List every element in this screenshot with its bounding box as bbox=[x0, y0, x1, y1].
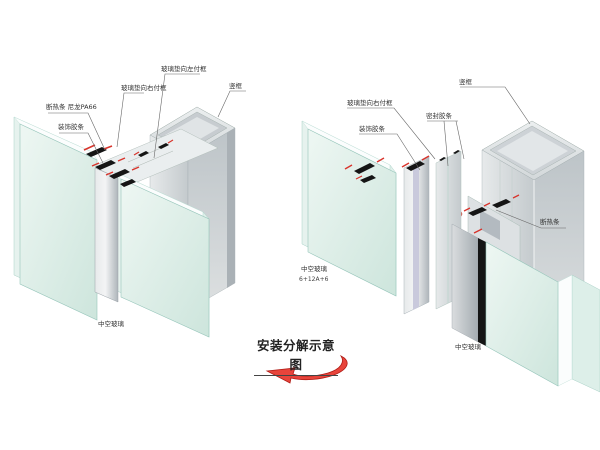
label-right-glass-spec-2: 6+12A+6 bbox=[299, 276, 329, 283]
red-arrow bbox=[265, 354, 348, 384]
right-assembly-illustration bbox=[301, 120, 600, 393]
left-glass-panel-right bbox=[114, 171, 210, 338]
label-right-glass-spec-1: 中空玻璃 bbox=[301, 265, 327, 273]
label-right-mullion: 竖框 bbox=[459, 78, 472, 86]
label-right-seal-gasket: 密封胶条 bbox=[426, 112, 452, 120]
label-left-left-subframe: 玻璃垫向左付框 bbox=[161, 65, 207, 73]
label-left-right-subframe: 玻璃垫向右付框 bbox=[121, 84, 167, 92]
left-mullion-cover-strip bbox=[94, 167, 119, 303]
label-left-mullion: 竖框 bbox=[229, 82, 242, 90]
label-left-glass: 中空玻璃 bbox=[98, 320, 124, 328]
right-glass-panel-left bbox=[301, 120, 397, 297]
label-left-thermal-break: 断热条 尼龙PA66 bbox=[46, 103, 97, 111]
label-left-decor-gasket: 装饰胶条 bbox=[58, 123, 84, 131]
left-gasket-row bbox=[83, 144, 140, 187]
label-right-glass: 中空玻璃 bbox=[455, 343, 481, 351]
label-right-decor-gasket: 装饰胶条 bbox=[359, 125, 385, 133]
label-right-thermal-break: 断热条 bbox=[540, 218, 560, 226]
leader-lines bbox=[48, 73, 566, 229]
left-assembly-illustration bbox=[13, 106, 236, 338]
left-glass-panel-left bbox=[13, 116, 98, 321]
label-right-right-subframe: 玻璃垫向右付框 bbox=[347, 99, 393, 107]
caption-title: 安装分解示意图 bbox=[254, 335, 338, 376]
right-subframe-profile-a bbox=[401, 155, 430, 315]
right-glass-panel-bottom bbox=[451, 223, 600, 393]
